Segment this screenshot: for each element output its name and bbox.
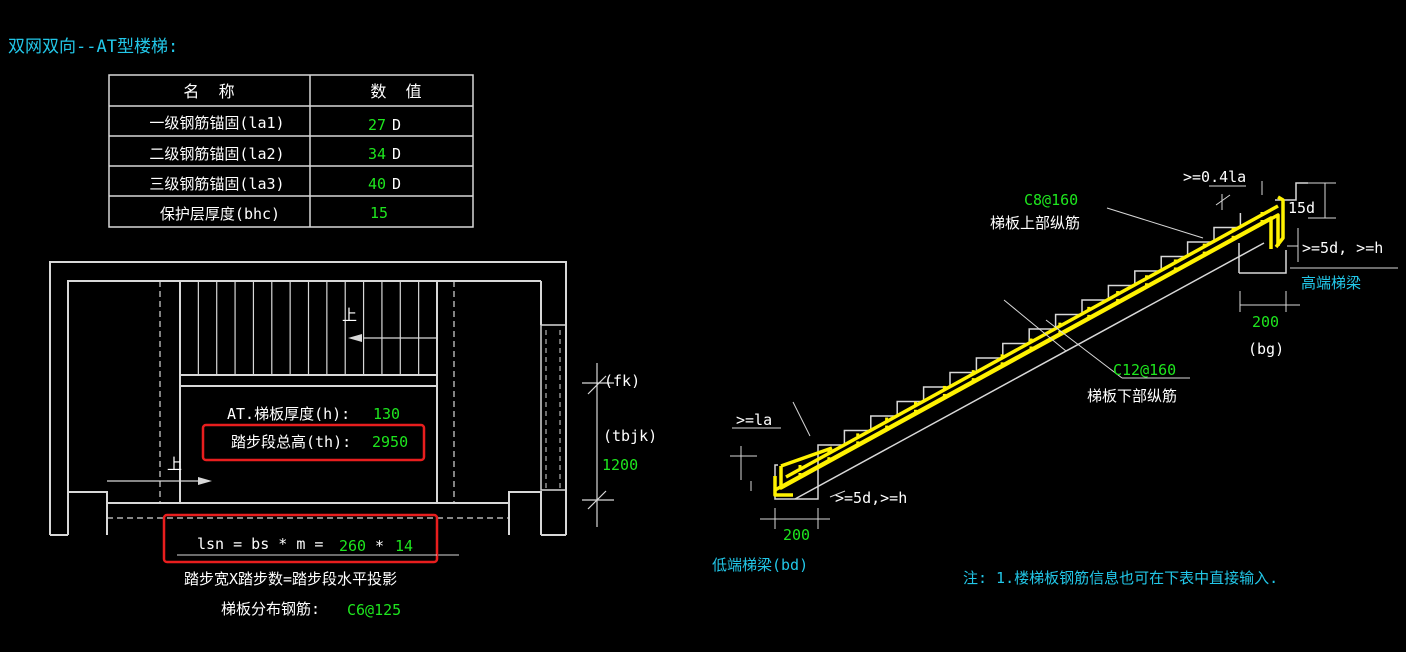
rebar-dot — [1173, 259, 1177, 263]
up-arrow-label: 上 — [342, 306, 357, 324]
stair-treads — [197, 281, 420, 375]
rebar-dot — [827, 449, 831, 453]
rebar-dot — [1231, 235, 1235, 239]
rebar-dot — [942, 385, 946, 389]
rebar-dot — [914, 401, 917, 405]
table-row-unit: D — [392, 116, 401, 134]
rebar-dot — [1173, 267, 1177, 271]
high-end-anchor: >=5d, >=h — [1302, 239, 1383, 257]
table-row-unit: D — [392, 145, 401, 163]
rebar-dot — [1231, 227, 1235, 231]
rebar-dot — [1087, 306, 1091, 310]
m-value[interactable]: 14 — [395, 537, 413, 555]
rebar-dot — [885, 425, 889, 429]
low-end-beam-label: 低端梯梁(bd) — [712, 556, 808, 574]
rebar-cross-section-dots — [798, 212, 1264, 476]
thickness-label: AT.梯板厚度(h): — [227, 405, 350, 423]
lsn-caption: 踏步宽X踏步数=踏步段水平投影 — [184, 570, 397, 588]
bottom-bar-label: 梯板下部纵筋 — [1087, 387, 1177, 405]
lsn-formula: lsn = bs * m = — [197, 535, 323, 553]
table-row-label: 二级钢筋锚固(la2) — [149, 145, 284, 163]
table-header-name: 名 称 — [183, 82, 234, 101]
parameter-table — [108, 74, 474, 228]
page-title: 双网双向--AT型楼梯: — [8, 37, 178, 57]
low-beam-width[interactable]: 200 — [783, 526, 810, 544]
total-height-label: 踏步段总高(th): — [231, 433, 351, 451]
high-beam-width-label: (bg) — [1248, 340, 1284, 358]
bs-value[interactable]: 260 — [339, 537, 366, 555]
rebar-dot — [798, 473, 802, 476]
top-bar-spec[interactable]: C8@160 — [1024, 191, 1078, 209]
note-text: 注: 1.楼梯板钢筋信息也可在下表中直接输入. — [963, 569, 1278, 587]
top-bar-label: 梯板上部纵筋 — [990, 214, 1080, 232]
rebar-dot — [1000, 354, 1004, 358]
rebar-dot — [885, 417, 889, 421]
rebar-dot — [971, 370, 975, 374]
rebar-dot — [1058, 330, 1062, 334]
table-row-label: 保护层厚度(bhc) — [160, 205, 280, 223]
distribution-value[interactable]: C6@125 — [347, 601, 401, 619]
table-row-value[interactable]: 15 — [370, 204, 388, 222]
table-row-label: 一级钢筋锚固(la1) — [149, 114, 284, 132]
lsn-highlight — [162, 513, 439, 564]
tbjk-value[interactable]: 1200 — [602, 456, 638, 474]
rebar-dot — [827, 457, 831, 461]
thickness-value[interactable]: 130 — [373, 405, 400, 423]
rebar-dot — [1116, 291, 1120, 295]
table-row-value[interactable]: 27 — [368, 116, 386, 134]
distribution-label: 梯板分布钢筋: — [221, 600, 320, 618]
rebar-dot — [1058, 322, 1062, 326]
low-end-anchor: >=5d,>=h — [835, 489, 907, 507]
rebar-dot — [914, 409, 917, 413]
rebar-dot — [971, 378, 975, 382]
low-anchor-length: >=la — [736, 411, 772, 429]
high-beam-width[interactable]: 200 — [1252, 313, 1279, 331]
rebar-dot — [1029, 346, 1033, 350]
plan-dimension-lines — [582, 363, 614, 527]
tbjk-label: (tbjk) — [603, 427, 657, 445]
stair-section — [774, 182, 1308, 500]
rebar-dot — [942, 393, 946, 397]
rebar-dot — [798, 465, 802, 468]
rebar-dot — [1116, 299, 1120, 303]
bottom-bar-spec[interactable]: C12@160 — [1113, 361, 1176, 379]
rebar-dot — [1202, 251, 1206, 255]
section-dimension-lines — [730, 181, 1398, 529]
table-row-unit: D — [392, 175, 401, 193]
total-height-value[interactable]: 2950 — [372, 433, 408, 451]
top-anchor-length: >=0.4la — [1183, 168, 1246, 186]
rebar-dot — [856, 441, 860, 445]
rebar-dot — [1260, 212, 1264, 215]
up-arrow-label: 上 — [167, 455, 182, 473]
rebar-dot — [1202, 243, 1206, 247]
rebar-dot — [1029, 338, 1033, 342]
rebar-dot — [1260, 220, 1264, 223]
hook-length: 15d — [1288, 199, 1315, 217]
high-end-beam-label: 高端梯梁 — [1301, 274, 1361, 292]
table-row-label: 三级钢筋锚固(la3) — [149, 175, 284, 193]
rebar-dot — [1087, 314, 1091, 318]
table-header-value: 数 值 — [370, 82, 421, 101]
table-row-value[interactable]: 40 — [368, 175, 386, 193]
fk-label: (fk) — [604, 372, 640, 390]
rebar-dot — [1145, 283, 1148, 287]
rebar-dot — [856, 433, 860, 437]
rebar-dot — [1145, 275, 1148, 279]
rebar-dot — [1000, 362, 1004, 366]
table-row-value[interactable]: 34 — [368, 145, 386, 163]
total-height-highlight — [201, 423, 426, 462]
times-sign: * — [375, 537, 384, 555]
